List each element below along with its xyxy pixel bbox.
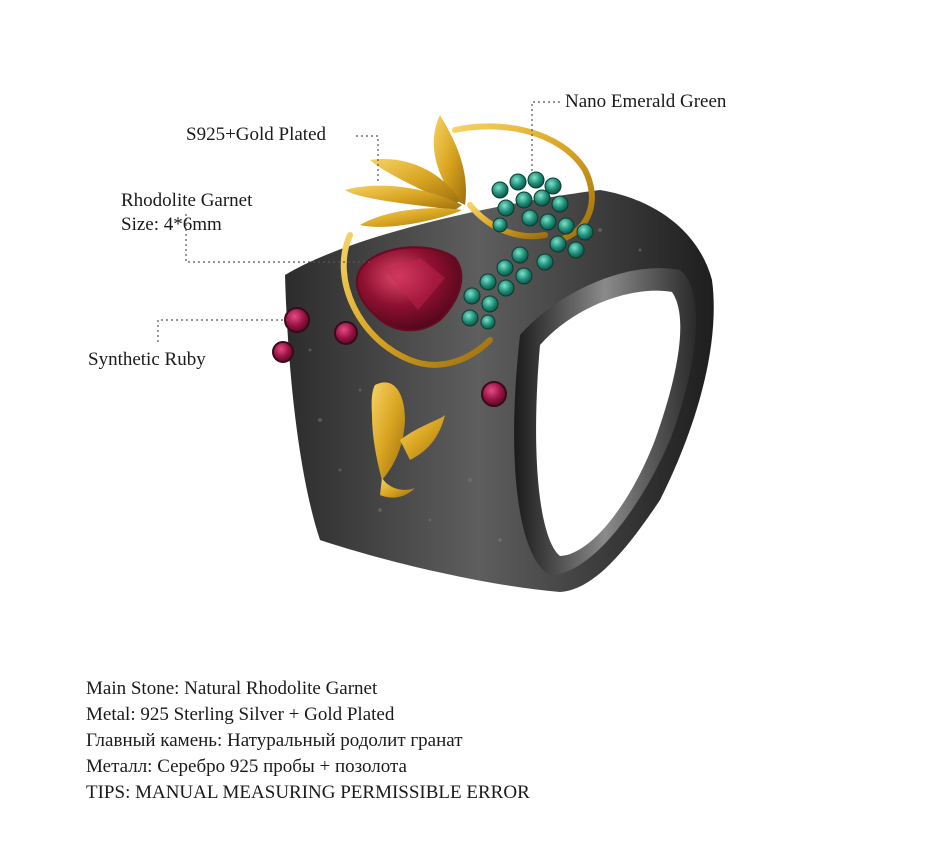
- callout-emerald: Nano Emerald Green: [565, 91, 727, 112]
- callout-leader-lines: [157, 101, 560, 342]
- callout-plating: S925+Gold Plated: [186, 124, 327, 145]
- callout-garnet-size: Size: 4*6mm: [121, 214, 222, 235]
- rhodolite-garnet-stone: [355, 246, 463, 332]
- spec-main-stone: Main Stone: Natural Rhodolite Garnet: [86, 678, 378, 699]
- gold-lotus: [345, 115, 466, 227]
- spec-list: Main Stone: Natural Rhodolite Garnet Met…: [86, 676, 530, 806]
- spec-main-stone-ru: Главный камень: Натуральный родолит гран…: [86, 730, 463, 751]
- gold-frame: [340, 123, 595, 368]
- gold-koi-fish: [371, 382, 445, 498]
- nano-emerald-stones: [461, 171, 594, 330]
- spec-metal: Metal: 925 Sterling Silver + Gold Plated: [86, 704, 395, 725]
- callout-ruby: Synthetic Ruby: [88, 349, 206, 370]
- spec-metal-ru: Металл: Серебро 925 пробы + позолота: [86, 756, 407, 777]
- callout-garnet-name: Rhodolite Garnet: [121, 190, 253, 211]
- spec-tips: TIPS: MANUAL MEASURING PERMISSIBLE ERROR: [86, 782, 530, 803]
- synthetic-ruby-stones: [272, 307, 507, 407]
